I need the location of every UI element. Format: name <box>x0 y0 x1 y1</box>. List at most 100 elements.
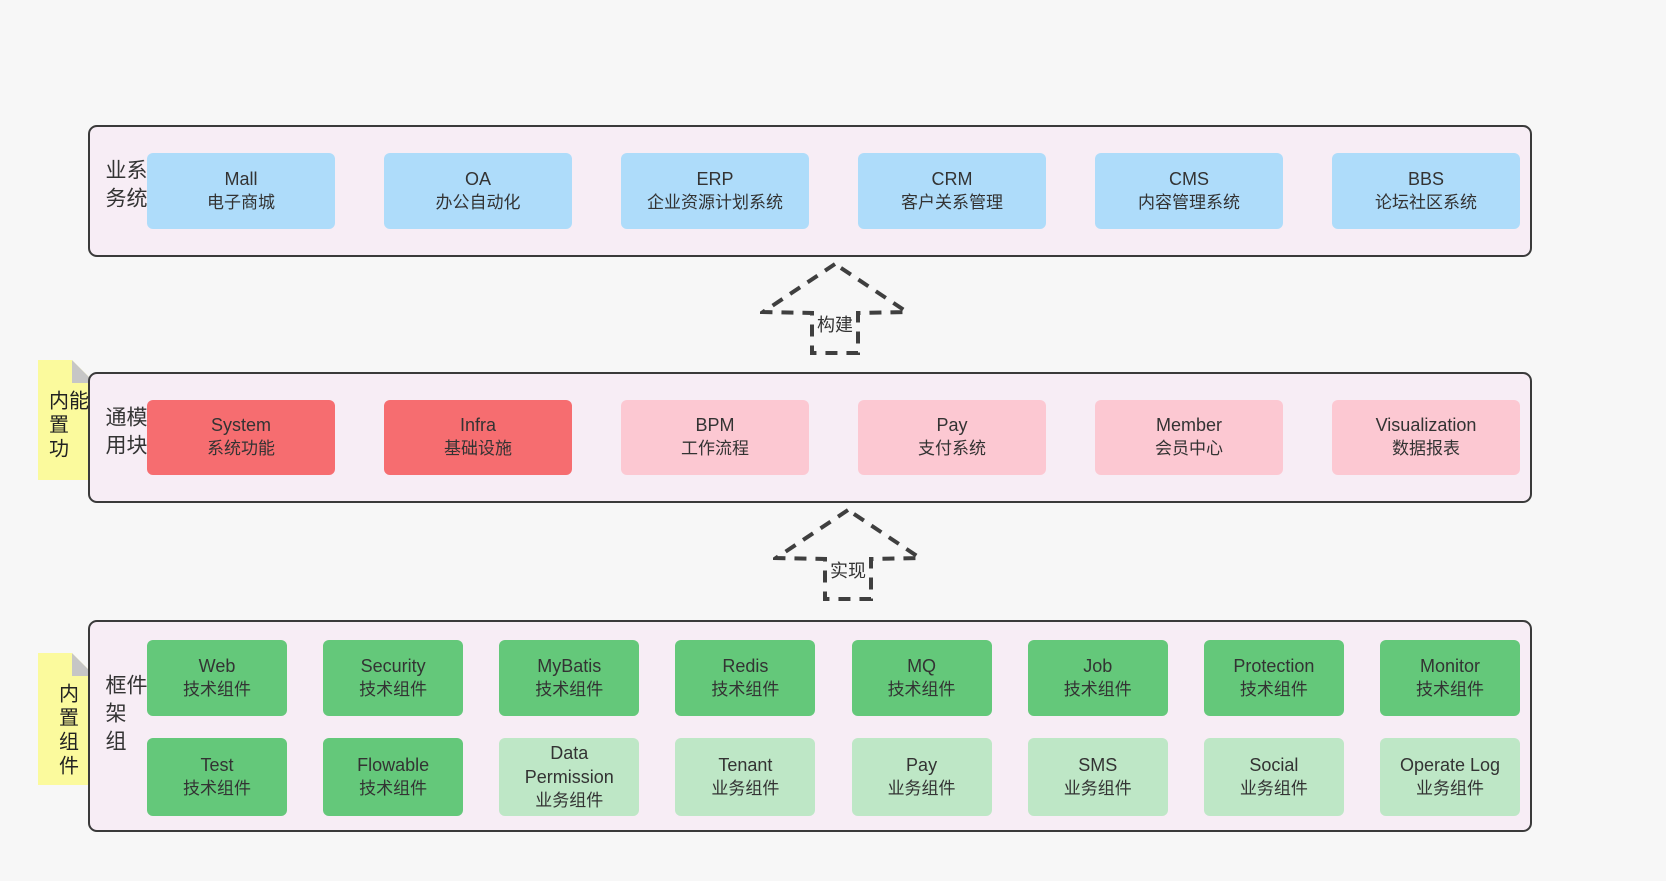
business-layer-label: 业务系统 <box>103 159 147 215</box>
box-subtitle: 数据报表 <box>1392 439 1460 459</box>
box-bbs: BBS 论坛社区系统 <box>1332 153 1520 229</box>
box-subtitle: 会员中心 <box>1155 439 1223 459</box>
modules-layer-label: 通用模块 <box>103 405 147 462</box>
box-title: OA <box>464 168 491 189</box>
box-title: Job <box>1083 655 1113 676</box>
box-title: Pay <box>936 415 968 436</box>
box-subtitle: 基础设施 <box>444 439 512 459</box>
box-title: Test <box>200 754 234 775</box>
box-subtitle: 内容管理系统 <box>1138 192 1240 212</box>
box-subtitle: 客户关系管理 <box>901 192 1003 212</box>
box-title: Data Permission <box>524 743 614 787</box>
build-arrow: 构建 <box>760 261 910 357</box>
modules-boxes-row: System 系统功能 Infra 基础设施 BPM 工作流程 Pay 支付系统… <box>147 400 1520 475</box>
box-title: System <box>210 415 271 436</box>
box-subtitle: 业务组件 <box>887 778 956 798</box>
implement-arrow: 实现 <box>773 507 923 603</box>
box-system: System 系统功能 <box>147 400 335 475</box>
components-row-2: Test 技术组件 Flowable 技术组件 Data Permission … <box>147 738 1520 816</box>
box-title: Tenant <box>718 754 773 775</box>
build-arrow-label: 构建 <box>815 311 855 337</box>
box-title: Infra <box>459 415 497 436</box>
box-title: Mall <box>224 168 258 189</box>
box-operate-log: Operate Log 业务组件 <box>1379 738 1520 816</box>
note-label: 内置组件 <box>55 683 78 779</box>
box-visualization: Visualization 数据报表 <box>1332 400 1520 475</box>
box-title: Member <box>1155 415 1222 436</box>
box-pay-module: Pay 支付系统 <box>858 400 1046 475</box>
box-title: SMS <box>1078 754 1118 775</box>
box-subtitle: 技术组件 <box>887 679 956 699</box>
box-title: Security <box>360 655 426 676</box>
box-subtitle: 办公自动化 <box>435 192 521 212</box>
box-subtitle: 业务组件 <box>1063 778 1132 798</box>
box-protection: Protection 技术组件 <box>1203 640 1344 716</box>
box-erp: ERP 企业资源计划系统 <box>621 153 809 229</box>
box-mq: MQ 技术组件 <box>851 640 992 716</box>
box-title: Monitor <box>1419 655 1480 676</box>
box-subtitle: 企业资源计划系统 <box>647 192 783 212</box>
box-subtitle: 业务组件 <box>1239 778 1308 798</box>
box-title: CMS <box>1169 168 1209 189</box>
box-subtitle: 工作流程 <box>681 439 749 459</box>
box-web: Web 技术组件 <box>147 640 287 716</box>
box-title: Visualization <box>1375 415 1477 436</box>
box-bpm: BPM 工作流程 <box>621 400 809 475</box>
box-title: BPM <box>695 415 735 436</box>
box-tenant: Tenant 业务组件 <box>675 738 816 816</box>
business-boxes-row: Mall 电子商城 OA 办公自动化 ERP 企业资源计划系统 CRM 客户关系… <box>147 153 1520 229</box>
business-systems-layer: 业务系统 Mall 电子商城 OA 办公自动化 ERP 企业资源计划系统 CRM… <box>88 125 1532 257</box>
box-title: BBS <box>1407 168 1445 189</box>
box-subtitle: 技术组件 <box>359 679 428 699</box>
box-subtitle: 业务组件 <box>1415 778 1484 798</box>
up-block-arrow-icon <box>773 507 923 601</box>
box-title: Flowable <box>357 754 430 775</box>
box-infra: Infra 基础设施 <box>384 400 572 475</box>
box-subtitle: 技术组件 <box>711 679 780 699</box>
implement-arrow-label: 实现 <box>828 557 868 583</box>
box-subtitle: 论坛社区系统 <box>1375 192 1477 212</box>
up-block-arrow-icon <box>760 261 910 355</box>
box-redis: Redis 技术组件 <box>675 640 816 716</box>
box-sms: SMS 业务组件 <box>1027 738 1168 816</box>
built-in-features-note: 内置功能 <box>38 360 95 480</box>
box-subtitle: 技术组件 <box>1415 679 1484 699</box>
box-title: Operate Log <box>1399 754 1501 775</box>
box-title: CRM <box>931 168 973 189</box>
components-layer-label: 框架组件 <box>103 674 147 758</box>
box-mall: Mall 电子商城 <box>147 153 335 229</box>
box-subtitle: 系统功能 <box>207 439 275 459</box>
box-subtitle: 支付系统 <box>918 439 986 459</box>
box-title: ERP <box>696 168 734 189</box>
box-social: Social 业务组件 <box>1203 738 1344 816</box>
box-pay-component: Pay 业务组件 <box>851 738 992 816</box>
box-subtitle: 业务组件 <box>711 778 780 798</box>
box-subtitle: 技术组件 <box>183 679 251 699</box>
box-cms: CMS 内容管理系统 <box>1095 153 1283 229</box>
box-title: MQ <box>907 655 937 676</box>
box-flowable: Flowable 技术组件 <box>323 738 464 816</box>
box-subtitle: 业务组件 <box>535 790 604 810</box>
note-label: 内置功能 <box>45 390 88 462</box>
box-subtitle: 技术组件 <box>183 778 251 798</box>
box-monitor: Monitor 技术组件 <box>1379 640 1520 716</box>
box-member: Member 会员中心 <box>1095 400 1283 475</box>
box-subtitle: 技术组件 <box>359 778 428 798</box>
box-test: Test 技术组件 <box>147 738 287 816</box>
box-subtitle: 电子商城 <box>207 192 275 212</box>
box-title: Social <box>1249 754 1299 775</box>
box-title: Web <box>198 655 236 676</box>
box-security: Security 技术组件 <box>323 640 464 716</box>
framework-components-layer: 框架组件 Web 技术组件 Security 技术组件 MyBatis 技术组件… <box>88 620 1532 832</box>
box-data-permission: Data Permission 业务组件 <box>499 738 640 816</box>
components-row-1: Web 技术组件 Security 技术组件 MyBatis 技术组件 Redi… <box>147 640 1520 716</box>
box-title: Protection <box>1233 655 1315 676</box>
box-crm: CRM 客户关系管理 <box>858 153 1046 229</box>
box-subtitle: 技术组件 <box>1063 679 1132 699</box>
box-subtitle: 技术组件 <box>1239 679 1308 699</box>
box-oa: OA 办公自动化 <box>384 153 572 229</box>
box-title: MyBatis <box>537 655 602 676</box>
common-modules-layer: 通用模块 System 系统功能 Infra 基础设施 BPM 工作流程 Pay… <box>88 372 1532 503</box>
box-subtitle: 技术组件 <box>535 679 604 699</box>
